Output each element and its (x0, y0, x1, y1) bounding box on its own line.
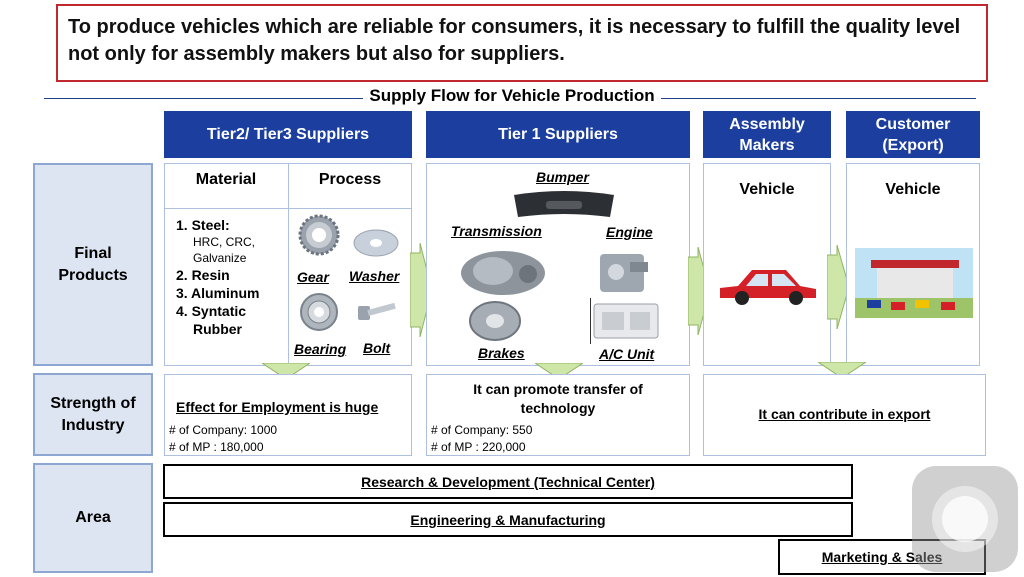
tier1-mp-count: # of MP : 220,000 (431, 440, 526, 454)
material-list: 1. Steel: HRC, CRC, Galvanize 2. Resin 3… (176, 216, 286, 338)
flow-arrow-down-3 (818, 362, 866, 378)
part-engine-label: Engine (606, 224, 653, 240)
tier1-strength-title: It can promote transfer of technology (473, 381, 643, 416)
flow-arrow-down-1 (262, 363, 310, 379)
assembly-vehicle-label: Vehicle (739, 181, 795, 198)
area-engineering-manufacturing: Engineering & Manufacturing (163, 502, 853, 537)
tier1-strength-panel (426, 374, 690, 456)
row-area: Area (33, 463, 153, 573)
tier23-strength-panel (164, 374, 412, 456)
customer-vehicle-label: Vehicle (885, 181, 941, 198)
washer-icon (353, 229, 399, 257)
ac-unit-icon (593, 303, 659, 339)
row-final-products: Final Products (33, 163, 153, 366)
bumper-icon (514, 191, 614, 217)
header-customer-export: Customer (Export) (846, 111, 980, 158)
part-bolt-label: Bolt (363, 340, 391, 356)
flow-arrow-down-2 (535, 363, 583, 379)
export-strength-title: It can contribute in export (758, 406, 931, 422)
tier1-company-count: # of Company: 550 (431, 423, 533, 437)
assistive-touch-button[interactable] (912, 466, 1018, 572)
assistive-touch-center (942, 496, 988, 542)
tier23-strength-title: Effect for Employment is huge (176, 399, 379, 415)
tier23-header-rule (164, 208, 412, 209)
part-gear-label: Gear (297, 269, 329, 285)
header-tier1-suppliers: Tier 1 Suppliers (426, 111, 690, 158)
material-sub-2: Galvanize (193, 251, 247, 265)
banner-text: To produce vehicles which are reliable f… (56, 4, 988, 82)
material-item-rubber-2: Rubber (193, 321, 242, 337)
engine-icon (600, 254, 648, 292)
assembly-products-panel (703, 163, 831, 366)
bearing-icon (300, 293, 338, 331)
material-title: Material (195, 171, 257, 188)
tier23-mp-count: # of MP : 180,000 (169, 440, 264, 454)
part-transmission-label: Transmission (451, 223, 542, 239)
area-marketing-sales: Marketing & Sales (778, 539, 986, 575)
car-dealership-icon (855, 248, 973, 318)
brakes-icon (469, 301, 521, 341)
tier23-divider (288, 163, 289, 366)
row-strength-of-industry: Strength of Industry (33, 373, 153, 456)
part-brakes-label: Brakes (478, 345, 525, 361)
gear-icon (298, 214, 340, 256)
area-research-development: Research & Development (Technical Center… (163, 464, 853, 499)
part-bearing-label: Bearing (294, 341, 347, 357)
transmission-icon (461, 251, 545, 295)
header-assembly-makers: Assembly Makers (703, 111, 831, 158)
material-item-steel: 1. Steel: (176, 217, 230, 233)
process-title: Process (318, 171, 382, 188)
diagram-title: Supply Flow for Vehicle Production (0, 86, 1024, 106)
part-ac-unit-label: A/C Unit (599, 346, 655, 362)
bolt-icon (358, 302, 396, 320)
export-strength-panel (703, 374, 986, 456)
material-sub-1: HRC, CRC, (193, 235, 255, 249)
car-icon (720, 270, 816, 305)
material-item-aluminum: 3. Aluminum (176, 285, 260, 301)
flow-arrow-right-3 (827, 245, 849, 329)
tier23-company-count: # of Company: 1000 (169, 423, 278, 437)
material-item-resin: 2. Resin (176, 267, 230, 283)
material-item-rubber-1: 4. Syntatic (176, 303, 247, 319)
part-bumper-label: Bumper (536, 169, 589, 185)
part-washer-label: Washer (349, 268, 400, 284)
ac-unit-divider (590, 298, 591, 344)
header-tier23-suppliers: Tier2/ Tier3 Suppliers (164, 111, 412, 158)
